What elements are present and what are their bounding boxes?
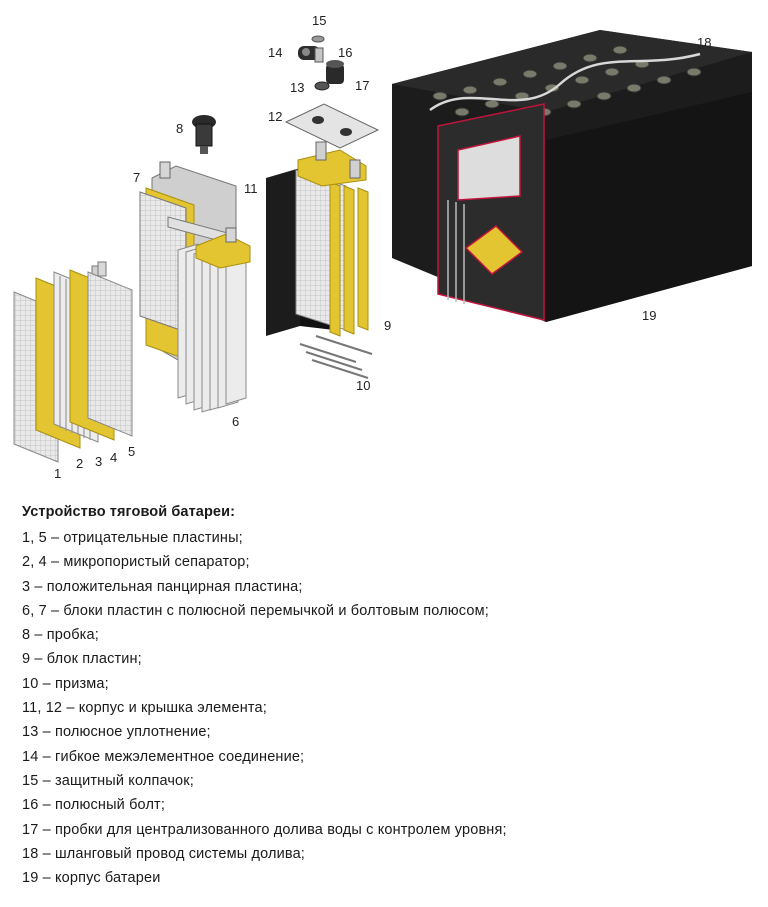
cell-cover-12 [286,104,378,148]
legend-item: 19 – корпус батареи [22,866,752,890]
bung-8 [192,115,216,154]
legend-item: 14 – гибкое межэлементное соединение; [22,745,752,769]
pole-seal-13 [315,82,329,90]
legend-item: 2, 4 – микропористый сепаратор; [22,550,752,574]
callout-10: 10 [356,378,370,393]
legend-item: 9 – блок пластин; [22,647,752,671]
plate-block-6 [178,228,250,412]
prism-10 [300,336,372,378]
callout-8: 8 [176,121,183,136]
protective-cap-15 [312,36,324,42]
plate-5-negative [88,262,132,436]
callout-19: 19 [642,308,656,323]
legend-title: Устройство тяговой батареи: [22,504,752,520]
callout-13: 13 [290,80,304,95]
callout-7: 7 [133,170,140,185]
callout-12: 12 [268,109,282,124]
callout-15: 15 [312,13,326,28]
callout-16: 16 [338,45,352,60]
callout-14: 14 [268,45,282,60]
legend-item: 3 – положительная панцирная пластина; [22,575,752,599]
callout-9: 9 [384,318,391,333]
callout-6: 6 [232,414,239,429]
pole-bolt-16 [315,48,323,62]
legend-item: 17 – пробки для централизованного долива… [22,818,752,842]
water-refill-plug-17 [326,60,344,84]
callout-1: 1 [54,466,61,481]
legend-item: 8 – пробка; [22,623,752,647]
legend-item: 6, 7 – блоки пластин с полюсной перемычк… [22,599,752,623]
callout-3: 3 [95,454,102,469]
callout-2: 2 [76,456,83,471]
callout-17: 17 [355,78,369,93]
legend-item: 16 – полюсный болт; [22,793,752,817]
legend-item: 15 – защитный колпачок; [22,769,752,793]
legend-item: 18 – шланговый провод системы долива; [22,842,752,866]
legend-item: 13 – полюсное уплотнение; [22,720,752,744]
callout-5: 5 [128,444,135,459]
battery-case-19 [392,30,752,322]
legend-item: 10 – призма; [22,672,752,696]
callout-4: 4 [110,450,117,465]
callout-11: 11 [244,181,258,196]
battery-exploded-diagram: 1 2 3 4 5 6 7 8 9 10 11 12 13 14 15 16 1… [0,0,768,490]
plate-block-9 [296,142,368,336]
legend: Устройство тяговой батареи: 1, 5 – отриц… [22,504,752,890]
callout-18: 18 [697,35,711,50]
legend-item: 11, 12 – корпус и крышка элемента; [22,696,752,720]
legend-item: 1, 5 – отрицательные пластины; [22,526,752,550]
